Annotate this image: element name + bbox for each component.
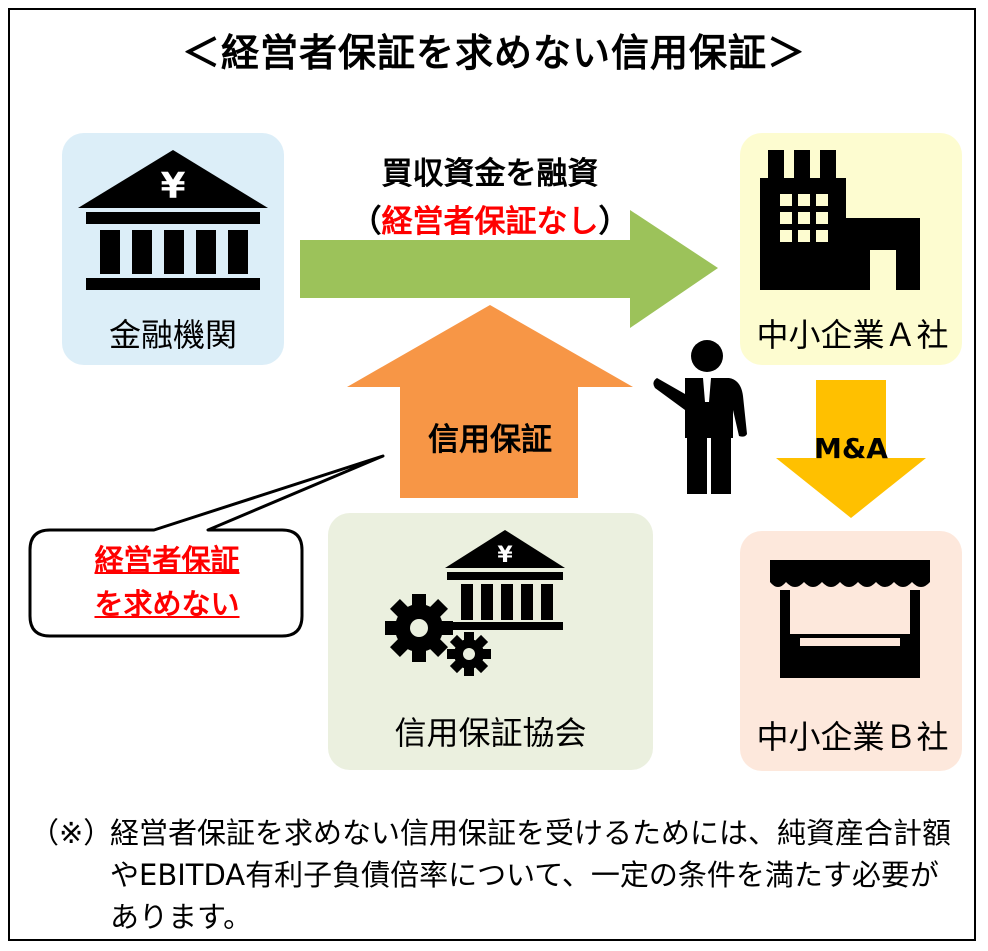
ma-arrow-label: M&A — [814, 432, 888, 465]
loan-arrow-line2: （経営者保証なし） — [320, 196, 660, 241]
businessman-icon — [653, 340, 747, 494]
callout-line1: 経営者保証 — [94, 543, 240, 577]
diagram-title: ＜経営者保証を求めない信用保証＞ — [181, 31, 806, 75]
market-stall-icon — [770, 560, 930, 678]
bank-yen-icon: ¥ — [78, 150, 268, 290]
loan-arrow-line1: 買収資金を融資 — [381, 156, 599, 192]
svg-text:¥: ¥ — [160, 166, 185, 207]
factory-building-icon — [760, 150, 920, 290]
loan-arrow-paren-close: ） — [598, 204, 630, 240]
footnote: （※） 経営者保証を求めない信用保証を受けるためには、純資産合計額やEBITDA… — [30, 812, 960, 938]
svg-text:¥: ¥ — [497, 543, 513, 568]
callout-text: 経営者保証 を求めない — [42, 538, 292, 626]
company-b-label: 中小企業Ｂ社 — [756, 718, 949, 756]
ma-arrow — [776, 380, 926, 518]
loan-arrow-no-guarantee-text: 経営者保証なし — [381, 204, 599, 240]
loan-arrow-paren-open: （ — [350, 204, 382, 240]
loan-arrow — [300, 210, 718, 328]
guarantee-assoc-label: 信用保証協会 — [394, 714, 587, 752]
callout-bubble — [28, 454, 385, 638]
footnote-mark: （※） — [30, 816, 113, 850]
bank-gears-icon: ¥ — [385, 530, 565, 676]
guarantee-arrow-label: 信用保証 — [428, 422, 552, 458]
guarantee-arrow — [347, 305, 633, 498]
callout-line2: を求めない — [94, 587, 240, 621]
footnote-text: 経営者保証を求めない信用保証を受けるためには、純資産合計額やEBITDA有利子負… — [110, 816, 952, 934]
bank-label: 金融機関 — [108, 316, 237, 354]
company-a-label: 中小企業Ａ社 — [756, 316, 949, 354]
